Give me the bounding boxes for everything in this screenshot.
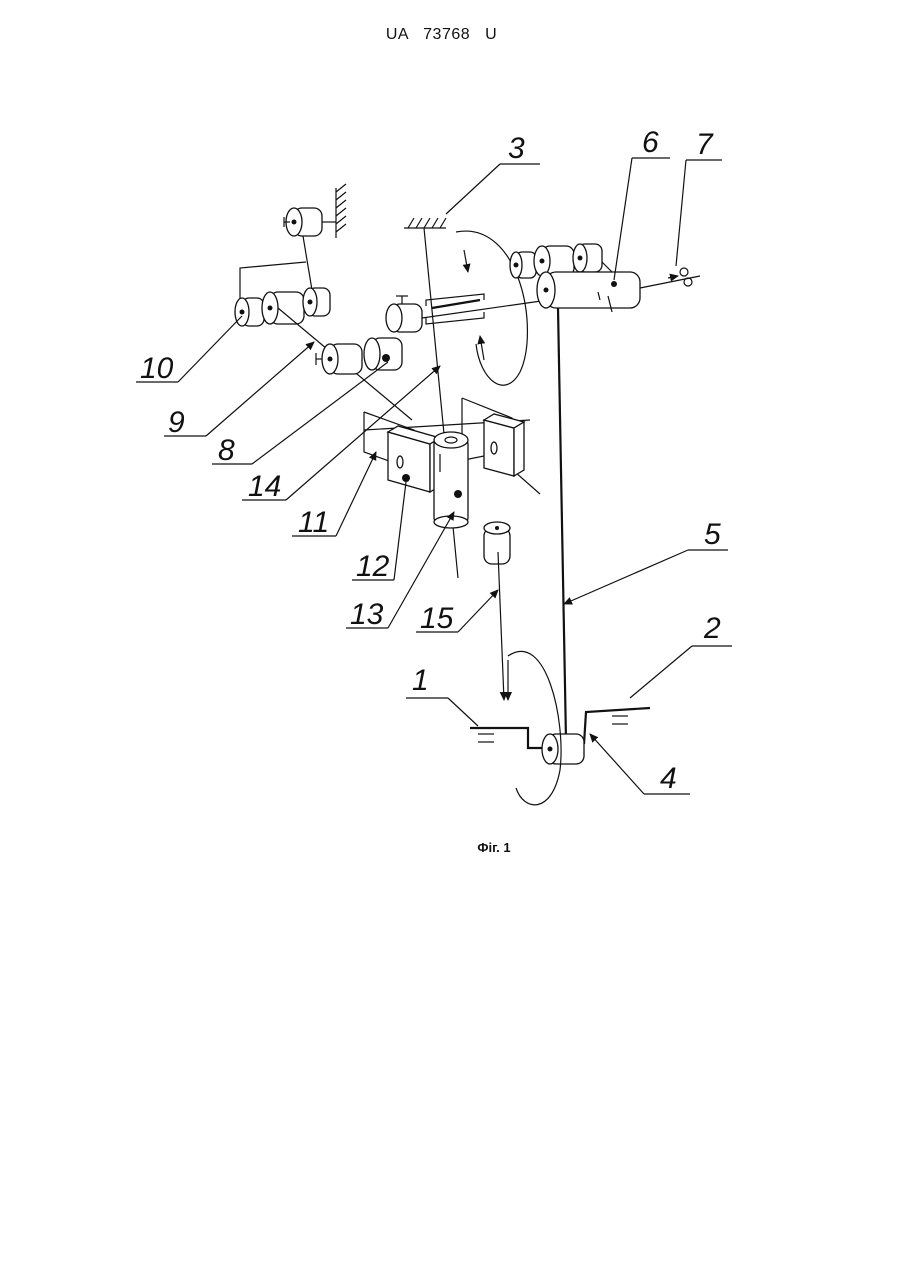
label-5: 5 (704, 518, 721, 551)
column-13 (434, 432, 468, 528)
roller-top-left (284, 208, 336, 236)
roller-14 (386, 296, 422, 332)
roller-group-10-9 (235, 288, 330, 326)
figure-caption: Фіг. 1 (0, 840, 901, 855)
label-2: 2 (703, 612, 721, 645)
wall-mount (336, 184, 346, 238)
label-3: 3 (508, 132, 525, 165)
label-14: 14 (248, 470, 281, 503)
roller-group-8 (316, 338, 402, 374)
roller-15 (484, 522, 510, 700)
clutch (426, 294, 484, 324)
label-7: 7 (696, 128, 714, 161)
label-11: 11 (298, 506, 329, 539)
label-8: 8 (218, 434, 235, 467)
block-12 (388, 426, 440, 492)
block-right (484, 414, 524, 476)
label-15: 15 (420, 602, 454, 635)
label-4: 4 (660, 762, 677, 795)
coupling-7 (668, 268, 692, 286)
label-6: 6 (642, 126, 659, 159)
label-10: 10 (140, 352, 174, 385)
label-12: 12 (356, 550, 390, 583)
vertical-rod-5 (558, 308, 566, 740)
roller-4 (542, 734, 584, 764)
label-13: 13 (350, 598, 384, 631)
label-1: 1 (412, 664, 429, 697)
assembly-6 (510, 244, 700, 312)
top-mount (404, 218, 446, 228)
label-9: 9 (168, 406, 185, 439)
